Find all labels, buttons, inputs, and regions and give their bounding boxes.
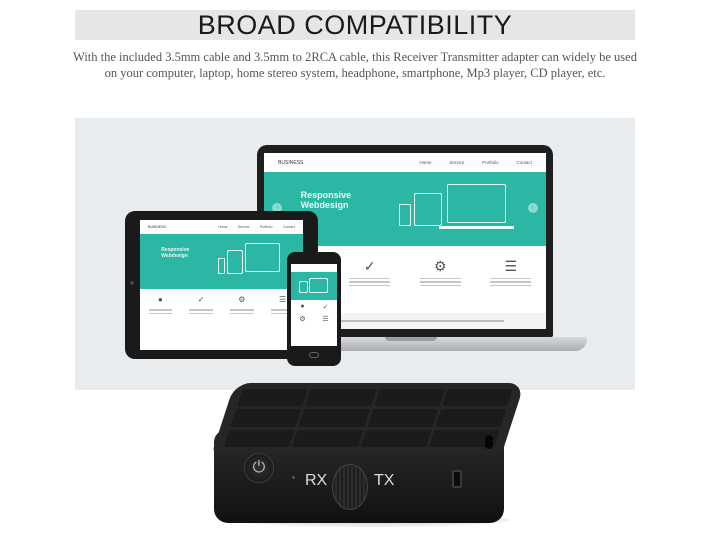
phone-site-features: ● ✓ ⚙ ☰ bbox=[291, 300, 337, 324]
tablet-hero-devices bbox=[218, 243, 290, 280]
tablet-nav-contact: Contact bbox=[282, 225, 295, 230]
description-line-2: on your computer, laptop, home stereo sy… bbox=[104, 66, 606, 80]
status-led bbox=[292, 476, 295, 479]
tablet-hero-line-1: Responsive bbox=[161, 247, 190, 254]
tablet-hero-line-2: Webdesign bbox=[161, 253, 188, 260]
laptop-nav-home: Home bbox=[419, 160, 432, 166]
user-icon: ● bbox=[300, 302, 305, 310]
feature-check: ✓ bbox=[181, 295, 222, 338]
phone-site-nav bbox=[291, 264, 337, 273]
lines-icon: ☰ bbox=[504, 257, 518, 274]
rx-label: RX bbox=[305, 472, 328, 489]
tablet-site-features: ● ✓ ⚙ ☰ bbox=[140, 288, 303, 339]
feature-text-lines bbox=[490, 277, 532, 287]
check-icon: ✓ bbox=[322, 303, 329, 311]
tablet-screen: BUSINESS Home Service Portfolio Contact … bbox=[140, 220, 303, 350]
hero-laptop-base bbox=[439, 226, 514, 230]
tablet-site-nav: BUSINESS Home Service Portfolio Contact bbox=[140, 220, 303, 235]
hero-laptop-outline bbox=[245, 243, 280, 272]
feature-text-lines bbox=[349, 277, 391, 287]
tablet-site-hero: Responsive Webdesign bbox=[140, 234, 303, 289]
laptop-hero-text: Responsive Webdesign bbox=[301, 190, 352, 210]
hero-devices-illustration bbox=[399, 184, 523, 234]
devices-scene: BUSINESS Home Service Portfolio Contact … bbox=[75, 118, 635, 390]
tablet-nav-portfolio: Portfolio bbox=[259, 225, 273, 230]
feature-gear: ⚙ bbox=[405, 258, 476, 314]
feature-gear: ⚙ bbox=[222, 295, 263, 338]
hero-tablet-outline bbox=[414, 193, 442, 227]
laptop-hero-line-1: Responsive bbox=[300, 190, 352, 201]
laptop-hero-line-2: Webdesign bbox=[300, 200, 349, 211]
feature-text-lines bbox=[148, 309, 173, 315]
lines-icon: ☰ bbox=[322, 316, 329, 324]
tx-label: TX bbox=[374, 472, 395, 489]
feature-text-lines bbox=[230, 309, 254, 315]
power-button[interactable]: ⏻ bbox=[244, 453, 274, 483]
laptop-notch bbox=[385, 337, 437, 341]
footer-text-line bbox=[306, 320, 504, 323]
laptop-site-brand: BUSINESS bbox=[278, 159, 304, 166]
laptop-nav-portfolio: Portfolio bbox=[482, 160, 499, 166]
hero-laptop-outline bbox=[309, 277, 328, 294]
phone-screen: ● ✓ ⚙ ☰ bbox=[291, 264, 337, 346]
description: With the included 3.5mm cable and 3.5mm … bbox=[60, 49, 650, 81]
device-top-grid bbox=[212, 383, 525, 453]
laptop-nav-contact: Contact bbox=[516, 160, 532, 166]
tablet-camera bbox=[130, 281, 134, 285]
phone-site-hero bbox=[291, 272, 337, 301]
hero-left-arrow-icon: ‹ bbox=[272, 203, 283, 214]
feature-text-lines bbox=[270, 309, 295, 315]
audio-jack-port bbox=[485, 435, 493, 449]
power-icon: ⏻ bbox=[252, 459, 266, 476]
feature-check: ✓ bbox=[335, 258, 406, 314]
check-icon: ✓ bbox=[197, 295, 205, 305]
mode-switch[interactable] bbox=[332, 464, 368, 510]
gear-icon: ⚙ bbox=[299, 316, 306, 324]
hero-right-arrow-icon: › bbox=[527, 203, 538, 214]
lines-icon: ☰ bbox=[279, 295, 287, 305]
check-icon: ✓ bbox=[363, 257, 376, 274]
gear-icon: ⚙ bbox=[433, 257, 447, 274]
hero-tablet-outline bbox=[226, 249, 243, 275]
feature-text-lines bbox=[419, 277, 461, 287]
hero-phone-outline bbox=[218, 257, 225, 275]
feature-user: ● bbox=[140, 295, 181, 338]
hero-phone-outline bbox=[399, 204, 411, 227]
feature-lines: ☰ bbox=[476, 258, 547, 314]
hero-laptop-outline bbox=[446, 184, 507, 224]
laptop-site-nav: BUSINESS Home Service Portfolio Contact bbox=[264, 153, 546, 173]
usb-port bbox=[452, 470, 462, 488]
tablet-nav-home: Home bbox=[218, 225, 228, 230]
tablet-hero-text: Responsive Webdesign bbox=[161, 247, 189, 259]
tablet: BUSINESS Home Service Portfolio Contact … bbox=[125, 211, 318, 359]
hero-tablet-outline bbox=[299, 280, 308, 294]
gear-icon: ⚙ bbox=[238, 295, 246, 305]
tablet-nav-service: Service bbox=[237, 225, 250, 230]
laptop-nav-service: Service bbox=[449, 160, 465, 166]
feature-text-lines bbox=[189, 309, 213, 315]
tablet-site-brand: BUSINESS bbox=[148, 225, 166, 230]
user-icon: ● bbox=[157, 295, 163, 305]
title-bar: BROAD COMPATIBILITY bbox=[75, 10, 635, 40]
page-title: BROAD COMPATIBILITY bbox=[197, 10, 513, 40]
description-line-1: With the included 3.5mm cable and 3.5mm … bbox=[73, 50, 637, 64]
smartphone: ● ✓ ⚙ ☰ bbox=[287, 252, 341, 366]
feature-lines: ☰ bbox=[262, 295, 303, 338]
phone-home-button bbox=[309, 352, 319, 358]
